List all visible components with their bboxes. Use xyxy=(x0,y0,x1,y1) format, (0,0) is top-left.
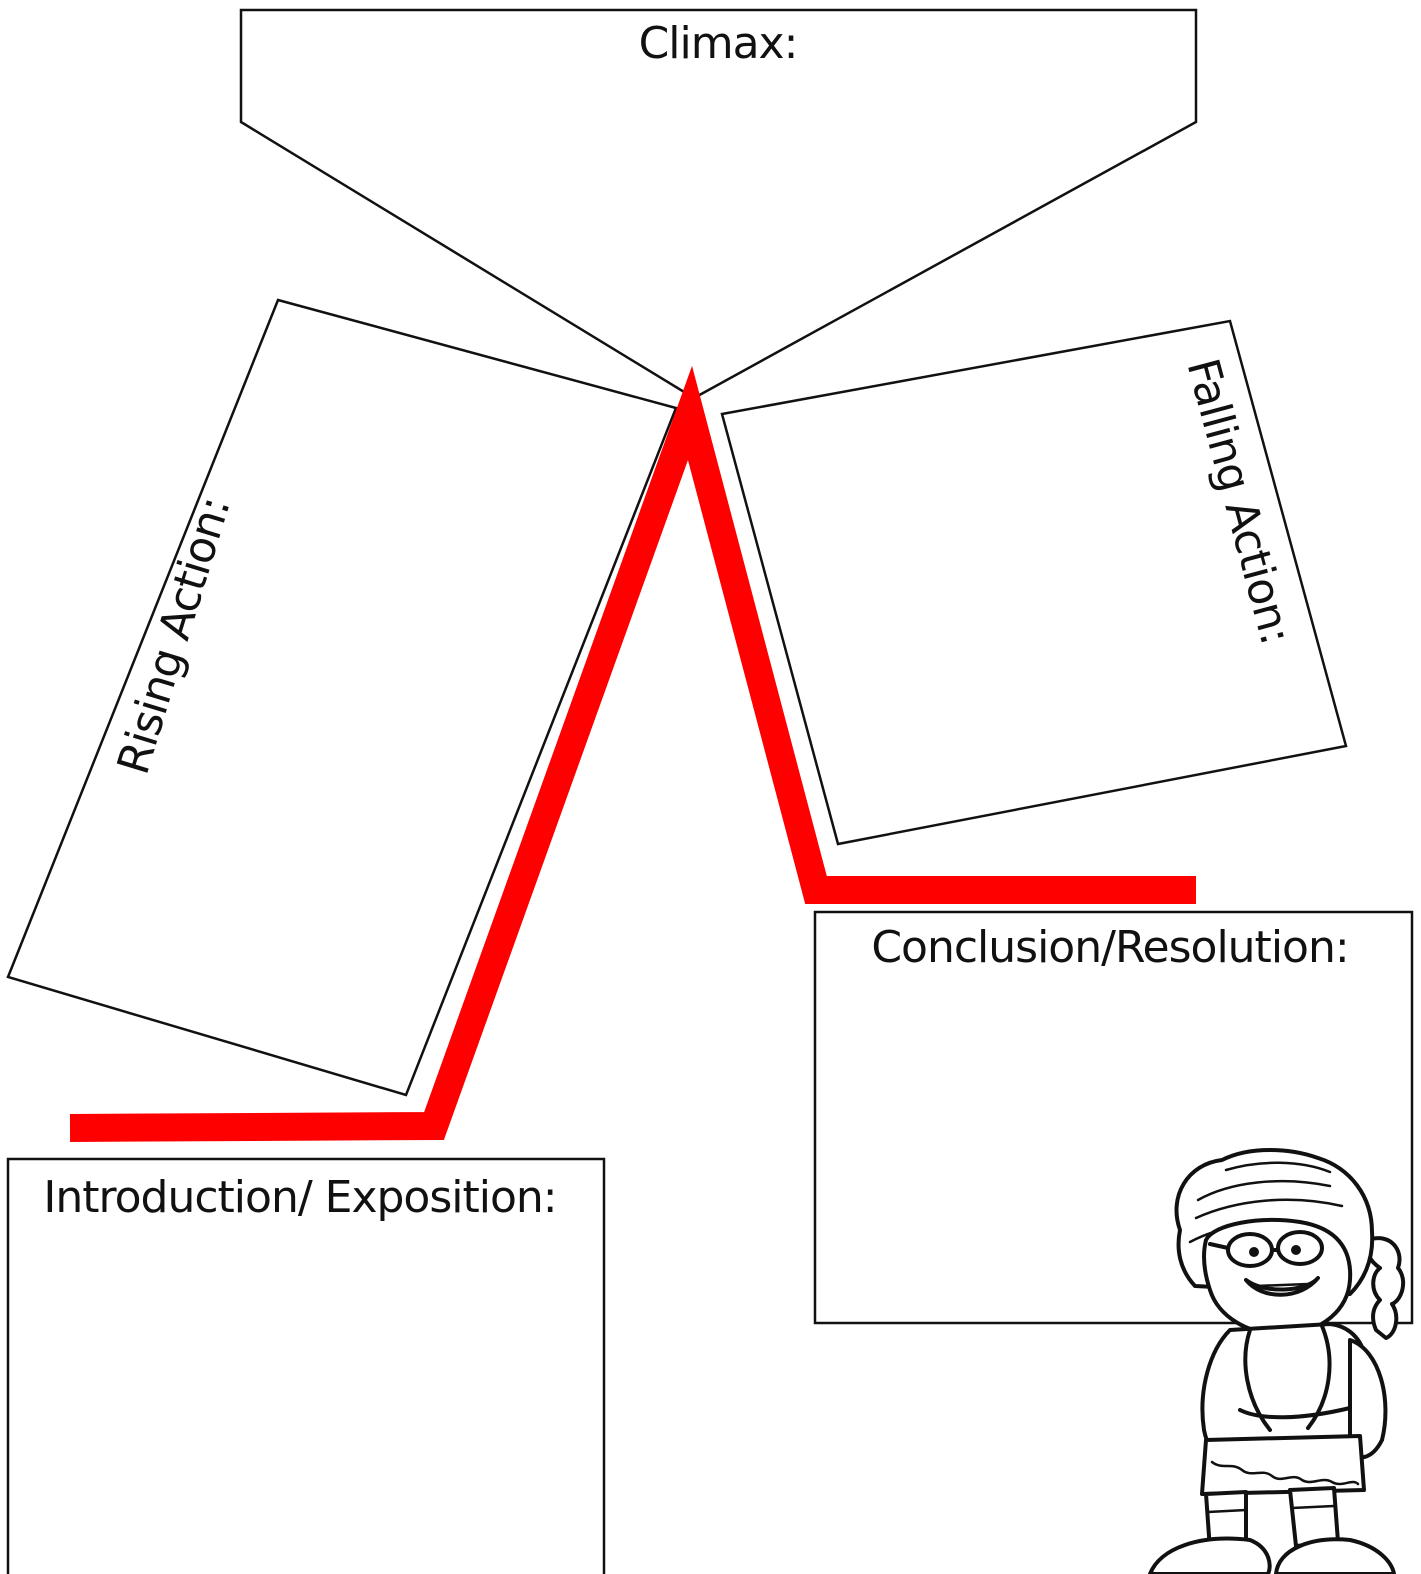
face xyxy=(1201,1218,1353,1337)
girl-character-icon xyxy=(1148,1148,1406,1574)
introduction-label: Introduction/ Exposition: xyxy=(43,1172,556,1223)
rising-action-section: Rising Action: xyxy=(6,298,678,1097)
braid xyxy=(1364,1236,1406,1340)
introduction-section: Introduction/ Exposition: xyxy=(6,1157,606,1574)
conclusion-section: Conclusion/Resolution: xyxy=(813,910,1414,1325)
climax-label: Climax: xyxy=(639,18,798,69)
climax-section: Climax: xyxy=(239,8,1198,400)
falling-action-section: Falling Action: xyxy=(720,319,1348,846)
plot-line xyxy=(69,365,1196,1142)
rising-action-box[interactable] xyxy=(6,298,678,1097)
introduction-box[interactable] xyxy=(6,1157,606,1574)
conclusion-label: Conclusion/Resolution: xyxy=(871,922,1348,973)
falling-action-box[interactable] xyxy=(720,319,1348,846)
climax-box[interactable] xyxy=(239,8,1198,400)
